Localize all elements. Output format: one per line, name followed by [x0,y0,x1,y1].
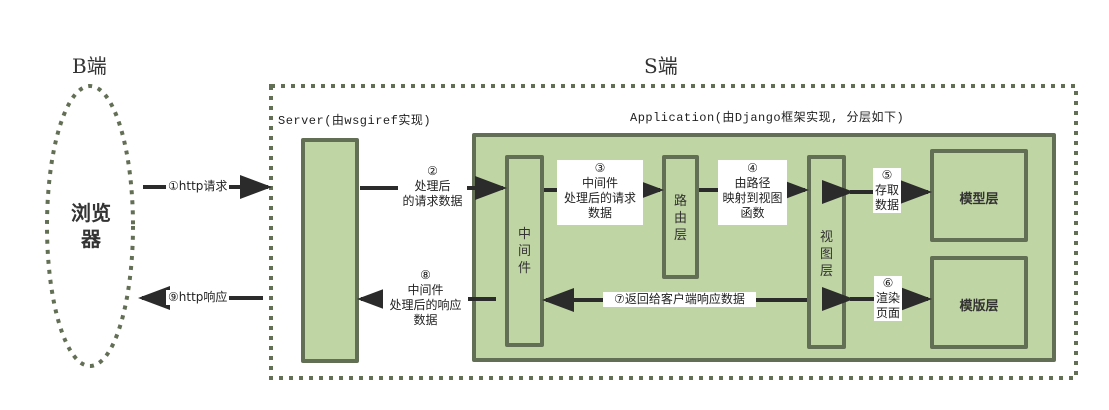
browser-label-line2: 器 [81,227,101,251]
s-side-heading: S端 [644,54,678,78]
middleware-label: 中间件 [517,227,531,276]
arrow-3-line3: 数据 [587,206,612,220]
arrow-3-number: ③ [594,161,606,175]
template-layer-box: 模版层 [930,256,1028,349]
arrow-5-label: ⑤ 存取 数据 [873,168,901,213]
arrow-6-label: ⑥ 渲染 页面 [874,276,902,321]
server-box [301,138,359,363]
arrow-2-line1: 处理后 [414,179,451,193]
server-title: Server(由wsgiref实现) [278,114,432,128]
arrow-4-line2: 映射到视图 [722,191,783,205]
arrow-3-line2: 处理后的请求 [563,191,636,205]
arrow-6-line2: 页面 [875,306,900,320]
arrow-3-label: ③ 中间件 处理后的请求 数据 [557,160,643,225]
arrow-8-label: ⑧ 中间件 处理后的响应 数据 [383,268,468,328]
arrow-4-line1: 由路径 [734,176,771,190]
arrow-8-line1: 中间件 [407,283,444,297]
b-side-heading: B端 [72,54,107,78]
routing-layer-label: 路由层 [673,194,687,243]
arrow-3-line1: 中间件 [581,176,618,190]
arrow-4-line3: 函数 [740,206,765,220]
arrow-6-number: ⑥ [882,276,894,290]
arrow-2-number: ② [427,164,438,178]
arrow-6-line1: 渲染 [875,291,900,305]
template-layer-label: 模版层 [959,299,999,314]
view-layer-box: 视图层 [807,155,846,349]
arrow-5-number: ⑤ [881,168,893,182]
arrow-2-label: ② 处理后 的请求数据 [398,164,467,209]
arrow-2-line2: 的请求数据 [402,194,463,208]
arrow-5-line2: 数据 [874,198,899,212]
arrow-4-number: ④ [747,161,758,175]
browser-label: 浏览 器 [60,200,122,252]
model-layer-box: 模型层 [930,149,1028,242]
middleware-box: 中间件 [505,155,544,347]
application-title: Application(由Django框架实现, 分层如下) [630,111,905,125]
arrow-8-line3: 数据 [413,313,438,327]
browser-label-line1: 浏览 [71,201,111,225]
arrow-4-label: ④ 由路径 映射到视图 函数 [718,160,787,225]
arrow-7-label: ⑦返回给客户端响应数据 [603,292,756,307]
routing-layer-box: 路由层 [662,155,699,279]
model-layer-label: 模型层 [959,192,999,207]
arrow-8-line2: 处理后的响应 [389,298,462,312]
arrow-5-line1: 存取 [874,183,899,197]
arrow-8-number: ⑧ [420,268,431,282]
arrow-1-label: ①http请求 [166,179,230,194]
view-layer-label: 视图层 [819,230,833,279]
arrow-9-label: ⑨http响应 [166,290,230,305]
